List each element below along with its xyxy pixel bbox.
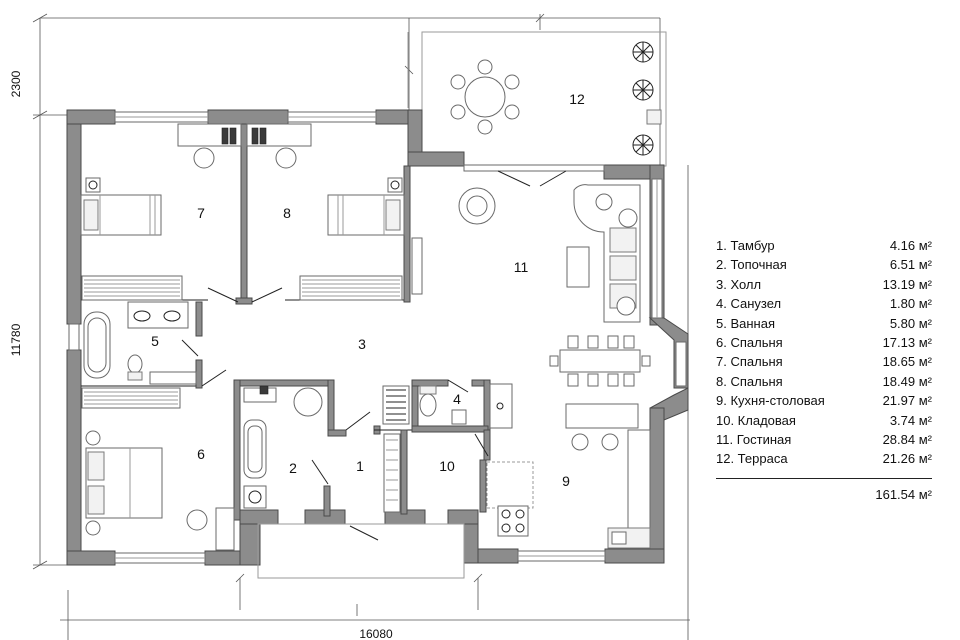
legend-divider <box>716 477 932 479</box>
room-label-8: 8 <box>283 205 291 221</box>
legend-room-name: 1. Тамбур <box>716 238 775 253</box>
legend-row: 9. Кухня-столовая 21.97 м² <box>716 391 932 410</box>
dimension-bottom-width: 16080 <box>359 627 393 640</box>
legend-room-name: 4. Санузел <box>716 296 782 312</box>
pantry-shelf <box>486 461 534 509</box>
legend-row: 3. Холл 13.19 м² <box>716 275 932 294</box>
bathroom-5-fixtures <box>81 301 197 409</box>
legend-room-area: 1.80 м² <box>889 296 932 312</box>
legend-row: 12. Терраса 21.26 м² <box>716 449 932 468</box>
legend-total-area: 161.54 м² <box>875 486 932 502</box>
legend-room-area: 21.26 м² <box>882 451 932 467</box>
legend-row: 5. Ванная 5.80 м² <box>716 314 932 333</box>
boiler-room-fixtures <box>243 385 323 509</box>
toilet-4-fixtures <box>419 383 513 429</box>
room-label-6: 6 <box>197 446 205 462</box>
room-label-9: 9 <box>562 473 570 489</box>
legend-row: 8. Спальня 18.49 м² <box>716 372 932 391</box>
legend-room-name: 9. Кухня-столовая <box>716 393 825 409</box>
living-room-furniture <box>411 184 641 323</box>
room-label-3: 3 <box>358 336 366 352</box>
exterior-walls <box>66 109 689 566</box>
legend-room-name: 2. Топочная <box>716 257 787 273</box>
legend-room-name: 10. Кладовая <box>716 412 796 428</box>
bedroom-6-furniture <box>85 430 235 551</box>
bedroom-7-furniture <box>80 123 242 301</box>
legend-row: 10. Кладовая 3.74 м² <box>716 411 932 430</box>
legend-room-area: 28.84 м² <box>882 432 932 448</box>
vestibule-fixtures <box>382 385 410 513</box>
terrace-area <box>407 31 667 167</box>
room-labels: 1 2 3 4 5 6 7 8 9 10 11 12 <box>151 91 585 489</box>
legend-row: 6. Спальня 17.13 м² <box>716 333 932 352</box>
dimension-lines <box>32 13 690 640</box>
dimension-left-height: 11780 <box>9 323 23 356</box>
room-label-2: 2 <box>289 460 297 476</box>
bedroom-8-furniture <box>246 123 405 301</box>
legend-row: 1. Тамбур 4.16 м² <box>716 236 932 255</box>
plant-icon <box>632 41 654 156</box>
room-label-12: 12 <box>569 91 585 107</box>
legend-room-name: 5. Ванная <box>716 315 775 331</box>
legend-room-name: 8. Спальня <box>716 373 783 389</box>
legend-room-name: 6. Спальня <box>716 335 783 351</box>
legend-room-name: 7. Спальня <box>716 354 783 370</box>
legend-room-area: 6.51 м² <box>889 257 932 273</box>
legend-room-area: 18.65 м² <box>882 354 932 370</box>
legend-room-area: 18.49 м² <box>882 373 932 389</box>
legend-room-name: 3. Холл <box>716 276 762 292</box>
legend-row: 4. Санузел 1.80 м² <box>716 294 932 313</box>
kitchen-dining-furniture <box>497 335 651 549</box>
legend-room-name: 11. Гостиная <box>716 432 792 448</box>
room-label-10: 10 <box>439 458 455 474</box>
room-label-7: 7 <box>197 205 205 221</box>
legend-row: 2. Топочная 6.51 м² <box>716 255 932 274</box>
room-label-11: 11 <box>514 259 529 275</box>
legend-room-area: 4.16 м² <box>889 238 932 253</box>
dimension-top-height: 2300 <box>9 70 23 97</box>
legend-room-area: 3.74 м² <box>889 412 932 428</box>
legend-room-area: 17.13 м² <box>882 335 932 351</box>
room-label-4: 4 <box>453 391 461 407</box>
interior-walls <box>81 123 491 521</box>
entrance-porch <box>257 523 465 579</box>
legend-room-area: 21.97 м² <box>882 393 932 409</box>
legend-room-area: 5.80 м² <box>889 315 932 331</box>
legend-row: 7. Спальня 18.65 м² <box>716 352 932 371</box>
legend-room-area: 13.19 м² <box>882 276 932 292</box>
windows <box>68 111 687 564</box>
room-label-5: 5 <box>151 333 159 349</box>
room-label-1: 1 <box>356 458 364 474</box>
floor-plan: 2300 11780 16080 <box>9 13 690 640</box>
legend-row: 11. Гостиная 28.84 м² <box>716 430 932 449</box>
legend-room-name: 12. Терраса <box>716 451 788 467</box>
room-area-legend: 1. Тамбур 4.16 м² 2. Топочная 6.51 м² 3.… <box>716 236 932 502</box>
